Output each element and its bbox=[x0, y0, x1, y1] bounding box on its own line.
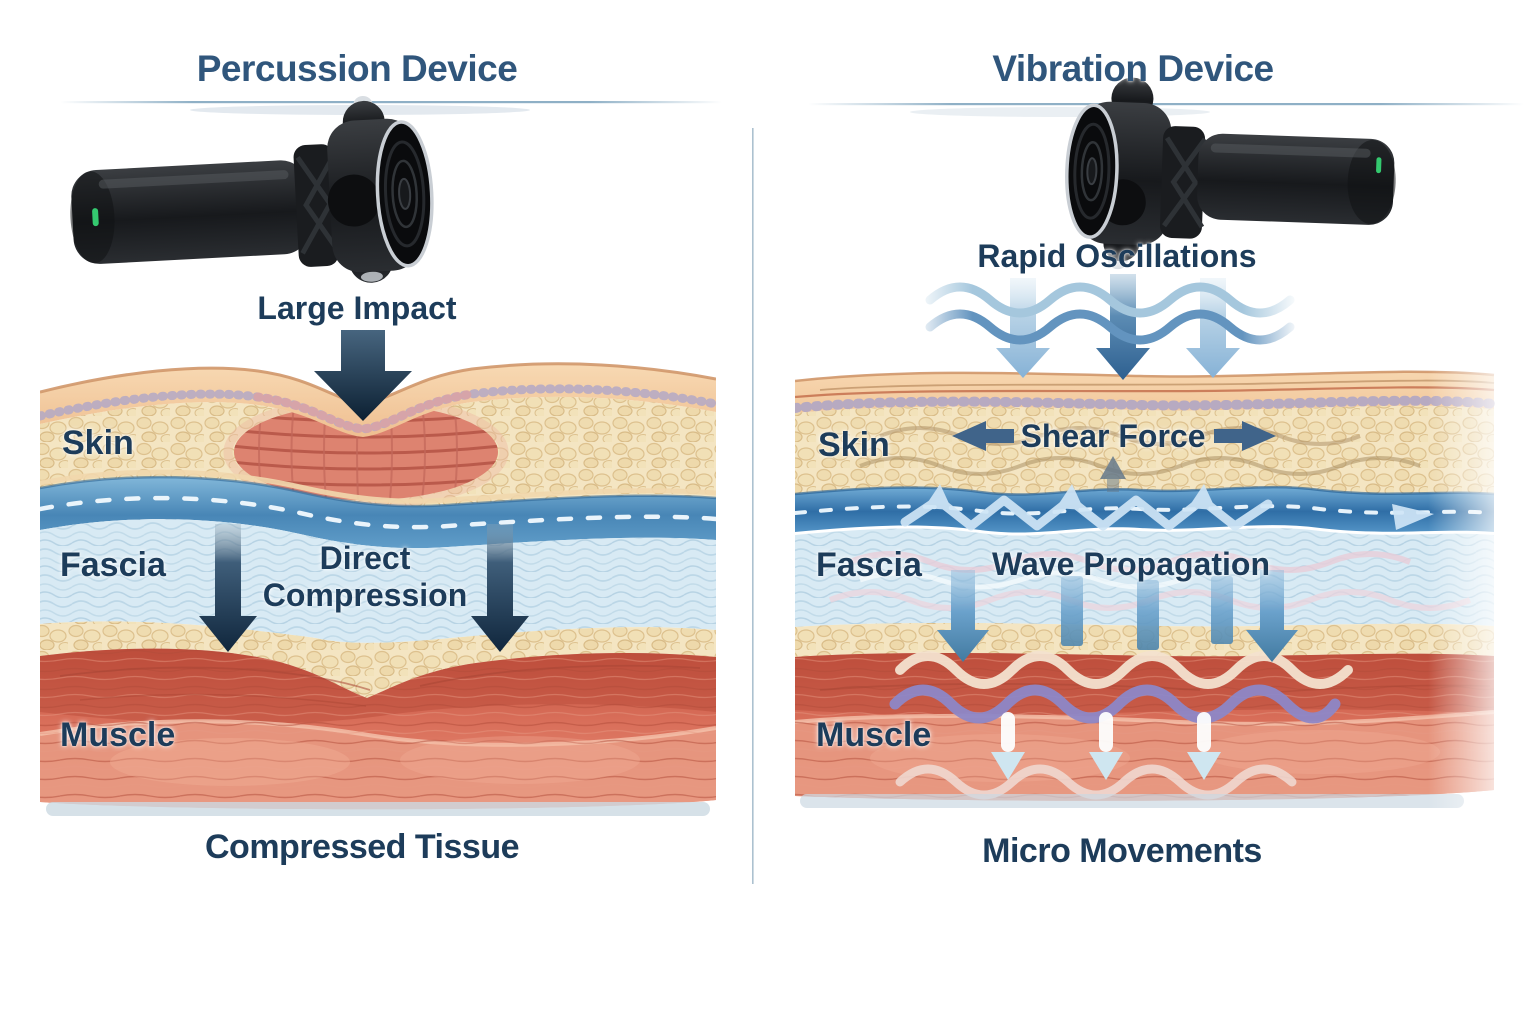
right-panel-title: Vibration Device bbox=[992, 48, 1274, 89]
micro-movement-arrows-icon bbox=[991, 712, 1221, 780]
left-fascia-band bbox=[40, 477, 716, 549]
left-muscle-layer bbox=[40, 648, 716, 810]
large-impact-label: Large Impact bbox=[257, 290, 457, 326]
right-panel-caption: Micro Movements bbox=[982, 832, 1262, 870]
left-fascia-layer bbox=[40, 519, 716, 643]
header-divider-left bbox=[60, 101, 722, 115]
fascia-zigzag-arrows-icon bbox=[900, 484, 1434, 531]
muscle-purple-wave-icon bbox=[889, 684, 1341, 724]
device-led-indicator bbox=[92, 208, 99, 227]
right-edge-fade bbox=[1428, 356, 1536, 818]
right-fascia-label: Fascia bbox=[816, 546, 922, 584]
right-muscle-label: Muscle bbox=[816, 716, 932, 754]
compression-arrow-left-icon bbox=[199, 524, 257, 652]
left-panel-caption: Compressed Tissue bbox=[204, 828, 520, 866]
left-skin-label: Skin bbox=[62, 424, 134, 462]
impact-arrow-icon bbox=[314, 330, 412, 421]
right-panel-base-shadow bbox=[800, 794, 1464, 808]
left-muscle-label: Muscle bbox=[60, 716, 176, 754]
wave-propagation-label: Wave Propagation bbox=[992, 546, 1270, 582]
rapid-oscillations-label: Rapid Oscillations bbox=[977, 238, 1257, 274]
wave-propagation-arrows-icon bbox=[937, 570, 1298, 662]
oscillation-waves-icon bbox=[925, 282, 1295, 345]
direct-compression-line1: Direct bbox=[319, 540, 411, 576]
right-skin-label: Skin bbox=[818, 426, 890, 464]
left-deep-fat-layer bbox=[40, 621, 716, 698]
right-tissue-illustration bbox=[795, 370, 1495, 808]
shear-force-label: Shear Force bbox=[1020, 418, 1206, 454]
left-panel-title: Percussion Device bbox=[196, 48, 518, 89]
device-led-indicator bbox=[1376, 157, 1382, 174]
right-muscle-layer bbox=[795, 653, 1495, 801]
muscle-cream-wave-icon bbox=[895, 651, 1353, 689]
left-panel-base-shadow bbox=[46, 802, 710, 816]
oscillation-arrows-icon bbox=[996, 274, 1240, 380]
percussion-device-image bbox=[70, 95, 434, 283]
right-dermis-dots bbox=[795, 395, 1495, 413]
direct-compression-line2: Compression bbox=[262, 577, 468, 614]
shear-force-arrows-icon bbox=[952, 421, 1276, 492]
left-fascia-label: Fascia bbox=[60, 546, 166, 584]
vibration-device-image bbox=[1065, 77, 1396, 270]
panel-divider bbox=[752, 128, 754, 884]
compression-arrow-right-icon bbox=[471, 524, 529, 652]
